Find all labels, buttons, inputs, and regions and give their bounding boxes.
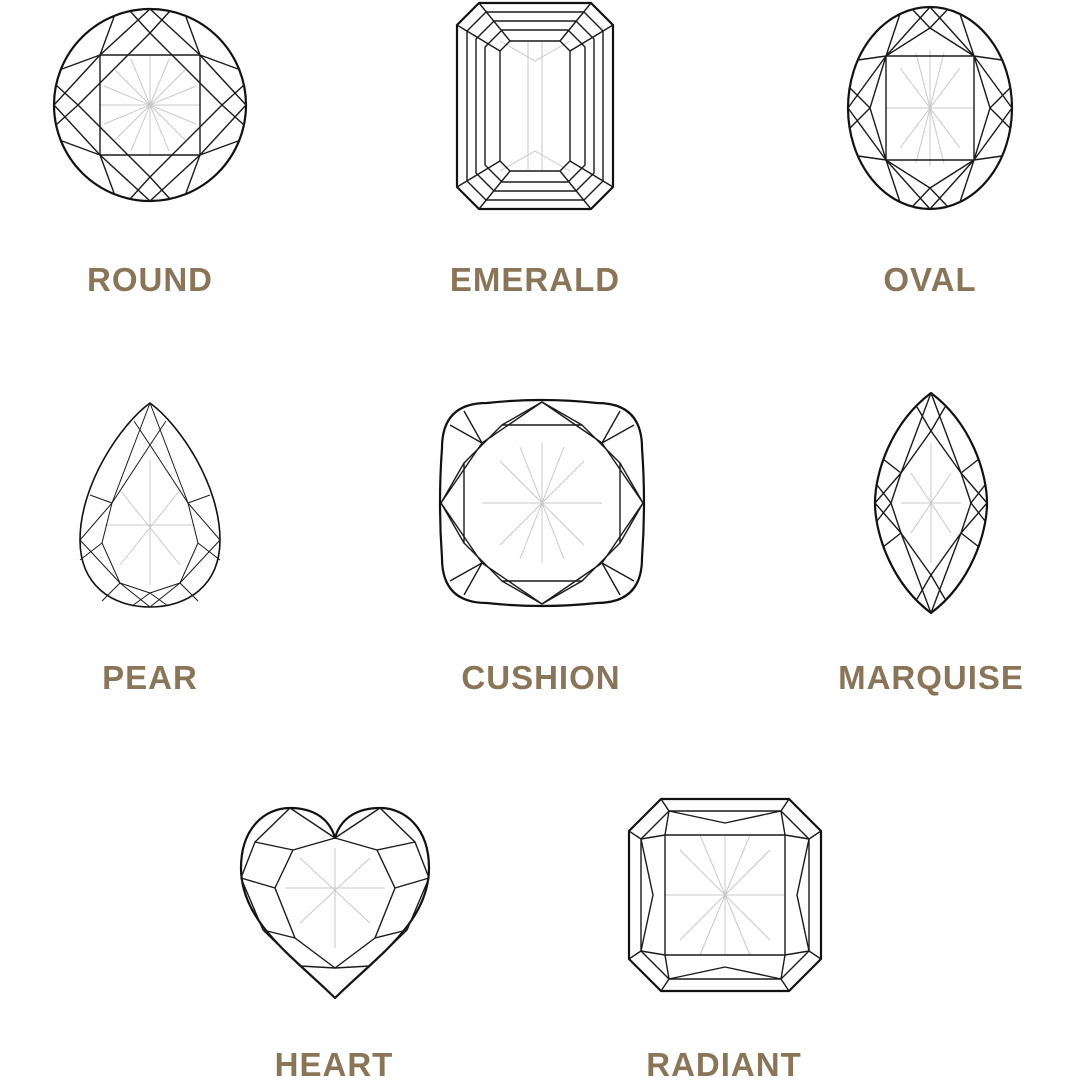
marquise-diamond-icon: [873, 391, 989, 615]
round-diamond-icon: [52, 7, 248, 203]
pear-diamond-icon: [79, 402, 221, 608]
cushion-diamond-icon: [438, 398, 646, 608]
shape-label-heart: HEART: [274, 1046, 394, 1083]
shape-label-cushion: CUSHION: [461, 659, 621, 696]
heart-diamond-icon: [239, 806, 431, 1000]
shape-label-oval: OVAL: [883, 261, 977, 298]
emerald-diamond-icon: [455, 1, 615, 211]
shape-label-marquise: MARQUISE: [838, 659, 1024, 696]
shape-label-radiant: RADIANT: [646, 1046, 802, 1083]
shape-label-pear: PEAR: [102, 659, 198, 696]
oval-diamond-icon: [846, 5, 1014, 211]
shape-label-round: ROUND: [87, 261, 213, 298]
radiant-diamond-icon: [627, 797, 823, 993]
shape-label-emerald: EMERALD: [449, 261, 621, 298]
